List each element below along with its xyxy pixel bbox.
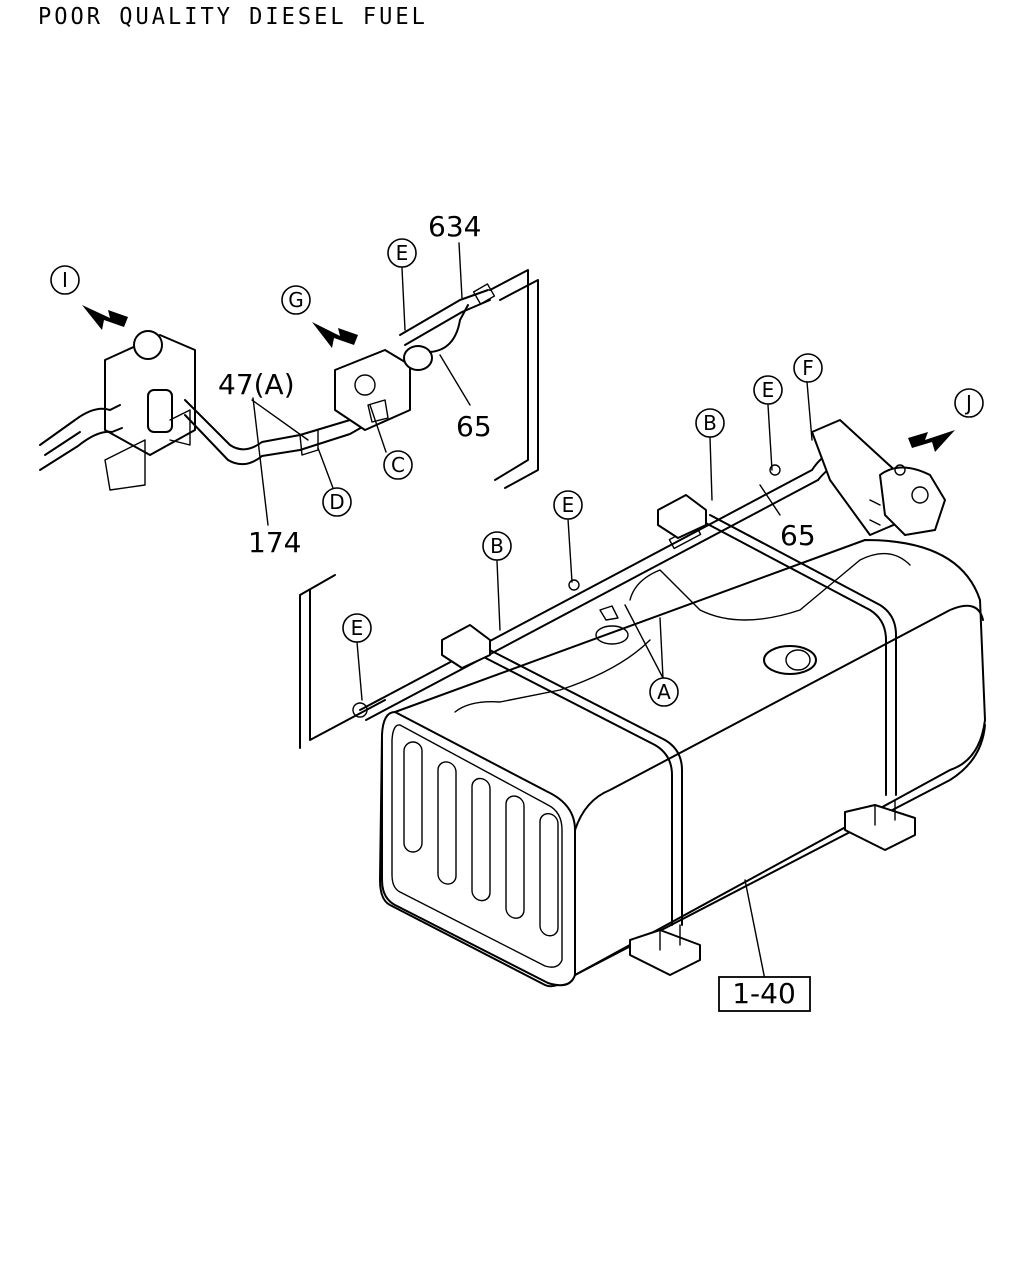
view-arrow-i	[82, 305, 128, 330]
callout-a: A	[649, 677, 679, 707]
leader-lines	[251, 242, 813, 981]
frame-rail-lower	[299, 574, 386, 749]
part-number-174: 174	[248, 526, 301, 559]
fuel-filter-assembly-right	[811, 419, 946, 536]
callout-c: C	[383, 450, 413, 480]
svg-text:C: C	[391, 453, 405, 477]
svg-text:B: B	[490, 534, 504, 558]
callout-d: D	[322, 487, 352, 517]
svg-text:B: B	[703, 411, 717, 435]
callout-e-right: E	[753, 375, 783, 405]
svg-text:A: A	[657, 680, 671, 704]
view-arrow-j	[908, 430, 955, 452]
callout-e-middle: E	[553, 490, 583, 520]
view-arrow-g	[312, 322, 358, 348]
svg-text:E: E	[351, 616, 364, 640]
svg-text:E: E	[396, 241, 409, 265]
part-number-47a: 47(A)	[218, 368, 295, 401]
callout-i: I	[50, 265, 80, 295]
part-number-1-40: 1-40	[732, 977, 796, 1010]
fuel-junction-assembly	[299, 283, 496, 456]
svg-text:J: J	[964, 391, 972, 415]
part-number-634: 634	[428, 210, 481, 243]
svg-text:G: G	[288, 288, 304, 312]
fuel-filter-assembly-left	[39, 330, 386, 491]
svg-text:F: F	[802, 356, 814, 380]
callout-e-left: E	[342, 613, 372, 643]
part-number-65-upper: 65	[456, 410, 492, 443]
callout-f: F	[793, 353, 823, 383]
fuel-tank	[379, 514, 986, 988]
svg-text:D: D	[329, 490, 344, 514]
diagram-title: POOR QUALITY DIESEL FUEL	[38, 4, 428, 31]
frame-rail-upper	[489, 269, 539, 489]
part-number-65-lower: 65	[780, 519, 816, 552]
svg-text:E: E	[562, 493, 575, 517]
view-arrows	[82, 305, 955, 452]
part-number-1-40-box: 1-40	[718, 976, 811, 1012]
callout-e-upper: E	[387, 238, 417, 268]
callout-b-left: B	[482, 531, 512, 561]
svg-text:E: E	[762, 378, 775, 402]
callout-g: G	[281, 285, 311, 315]
svg-text:I: I	[62, 268, 68, 292]
tank-fuel-lines	[352, 454, 911, 721]
callout-b-right: B	[695, 408, 725, 438]
callout-j: J	[954, 388, 984, 418]
